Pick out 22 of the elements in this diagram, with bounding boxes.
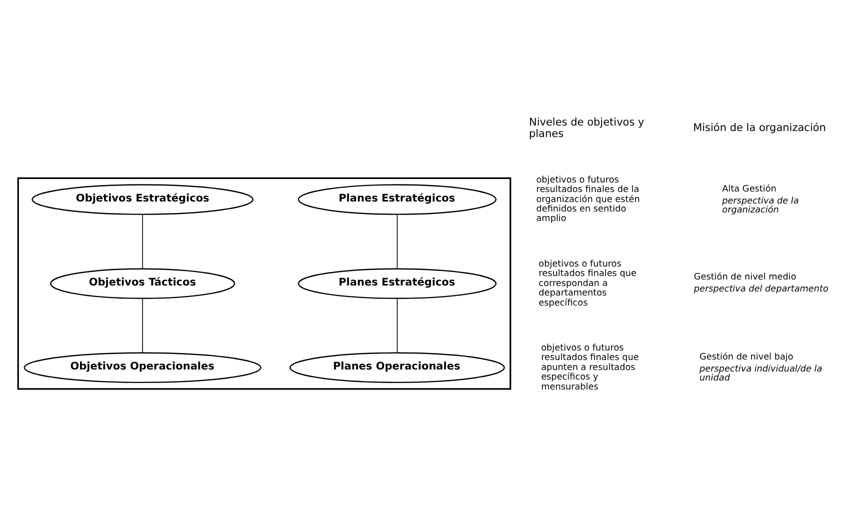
label: objetivos o futuros resultados finales que apunten a resultados específicos y mensurables: [541, 344, 639, 392]
label: perspectiva individual/de la unidad: [700, 364, 822, 384]
cluster: [17, 177, 512, 390]
node-ellipse: Objetivos Operacionales: [24, 352, 262, 384]
connector: [396, 298, 398, 354]
label: objetivos o futuros resultados finales de la organización que estén definidos en sentido amplio: [536, 175, 640, 224]
label: Misión de la organización: [693, 122, 826, 134]
connector: [142, 298, 143, 354]
node-ellipse: Planes Estratégicos: [298, 184, 497, 215]
label: perspectiva del departamento: [694, 284, 828, 295]
connector: [396, 214, 398, 269]
node-ellipse: Objetivos Tácticos: [50, 268, 236, 299]
label: Alta Gestión: [722, 184, 776, 194]
node-ellipse: Planes Operacionales: [290, 352, 505, 384]
node-ellipse: Planes Estratégicos: [298, 268, 497, 299]
label: Gestión de nivel medio: [694, 272, 796, 282]
node-ellipse: Objetivos Estratégicos: [32, 184, 254, 215]
label: Niveles de objetivos y planes: [528, 116, 644, 140]
label: perspectiva de la organización: [722, 196, 799, 216]
label: Gestión de nivel bajo: [700, 352, 794, 362]
label: objetivos o futuros resultados finales que correspondan a departamentos específicos: [538, 259, 636, 308]
connector: [142, 214, 143, 269]
